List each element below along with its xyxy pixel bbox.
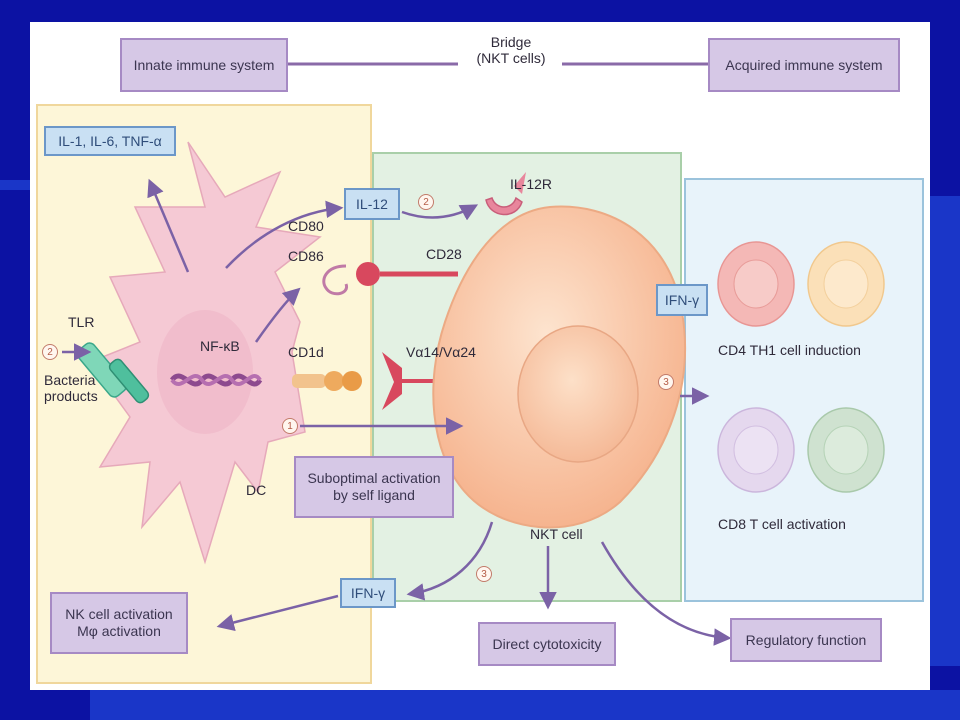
bridge-line2: (NKT cells) <box>476 50 546 66</box>
acquired-immune-system-box: Acquired immune system <box>708 38 900 92</box>
direct-cytotoxicity-box: Direct cytotoxicity <box>478 622 616 666</box>
step-marker-acquired: 3 <box>658 374 674 390</box>
bacteria-label: Bacteria products <box>44 372 98 404</box>
cd8-cell-lavender <box>717 407 795 493</box>
bacteria-line2: products <box>44 388 98 404</box>
diagram-graphics <box>62 62 885 646</box>
background-band-right <box>930 196 960 666</box>
bridge-line1: Bridge <box>490 34 532 50</box>
nkt-cell-label: NKT cell <box>530 526 583 542</box>
suboptimal-line1: Suboptimal activation <box>307 470 441 487</box>
dc-label: DC <box>246 482 267 498</box>
arrow-ifn-gamma-to-nk <box>216 594 339 632</box>
cd86-label: CD86 <box>288 248 324 264</box>
cd86-receptor <box>322 264 349 296</box>
step-marker-suboptimal: 1 <box>282 418 298 434</box>
arrow-nkt-to-regulatory <box>600 541 732 646</box>
ifn-gamma-box-right: IFN-γ <box>656 284 708 316</box>
regulatory-function-box: Regulatory function <box>730 618 882 662</box>
arrow-il12-to-il12r <box>401 204 479 221</box>
cytokines-box: IL-1, IL-6, TNF-α <box>44 126 176 156</box>
suboptimal-activation-box: Suboptimal activation by self ligand <box>294 456 454 518</box>
il12r-receptor <box>485 196 523 216</box>
arrow-dc-to-cytokines <box>147 178 190 273</box>
cd4-th1-cell-yellow <box>807 241 885 327</box>
il12-box: IL-12 <box>344 188 400 220</box>
innate-immune-system-box: Innate immune system <box>120 38 288 92</box>
bacteria-line1: Bacteria <box>44 372 96 388</box>
cd8-activation-label: CD8 T cell activation <box>718 516 846 532</box>
cd28-label: CD28 <box>426 246 462 262</box>
suboptimal-line2: by self ligand <box>333 487 415 503</box>
background-band-bottom <box>90 690 960 720</box>
il12r-receptor-tip <box>514 172 526 194</box>
cd1d-molecule <box>292 371 362 391</box>
cd80-label: CD80 <box>288 218 324 234</box>
cd1d-label: CD1d <box>288 344 324 360</box>
cd4-th1-label: CD4 TH1 cell induction <box>718 342 861 358</box>
nkt-nucleus <box>517 325 639 463</box>
step-marker-ifn-gamma: 3 <box>476 566 492 582</box>
ifn-gamma-box-bottom: IFN-γ <box>340 578 396 608</box>
cd28-head <box>356 262 380 286</box>
arrow-dc-to-cd86 <box>254 287 301 343</box>
tlr-label: TLR <box>68 314 95 330</box>
nfkb-label: NF-κB <box>200 338 240 354</box>
il12r-label: IL-12R <box>510 176 553 192</box>
bridge-label: Bridge (NKT cells) <box>466 34 556 66</box>
cd8-cell-green <box>807 407 885 493</box>
nk-line1: NK cell activation <box>65 606 173 623</box>
tcr-label: Vα14/Vα24 <box>406 344 476 360</box>
arrow-dc-to-il12 <box>225 200 344 269</box>
dna-helix-strand-b <box>170 374 262 386</box>
nk-line2: Mφ activation <box>77 623 161 639</box>
acquired-region <box>684 178 924 602</box>
step-marker-il12: 2 <box>418 194 434 210</box>
diagram-panel: Innate immune system Bridge (NKT cells) … <box>30 22 930 690</box>
tcr-receptor <box>382 352 402 410</box>
nk-activation-box: NK cell activation Mφ activation <box>50 592 188 654</box>
step-marker-bacteria: 2 <box>42 344 58 360</box>
cd4-th1-cell-pink <box>717 241 795 327</box>
dendritic-nucleus <box>157 310 253 434</box>
background-band-left <box>0 180 30 190</box>
arrow-nkt-to-ifn-gamma <box>406 521 494 601</box>
